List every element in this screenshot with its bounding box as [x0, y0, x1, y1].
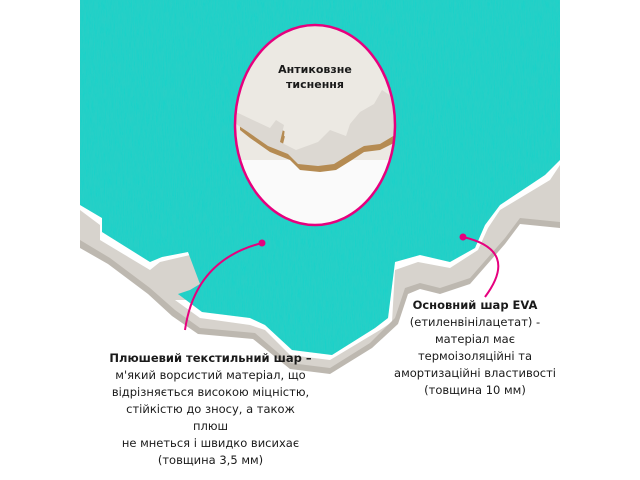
- plush-layer-line: відрізняється високою міцністю,: [111, 385, 310, 399]
- eva-layer-line: (етиленвінілацетат) -: [409, 315, 541, 329]
- anti-slip-label-line2: тиснення: [286, 78, 344, 91]
- plush-layer-line: стійкістю до зносу, а також плюш: [126, 402, 295, 433]
- anti-slip-label-line1: Антиковзне: [278, 63, 352, 76]
- eva-layer-line: (товщина 10 мм): [424, 383, 526, 397]
- eva-layer-line: термоізоляційні та: [417, 349, 532, 363]
- plush-callout-pointer: [184, 239, 266, 331]
- plush-layer-line: не мнеться і швидко висихає: [121, 436, 300, 450]
- eva-layer-line: матеріал має: [434, 332, 516, 346]
- plush-layer-description: Плюшевий текстильний шар – м'який ворсис…: [108, 350, 313, 469]
- eva-layer-description: Основний шар EVA (етиленвінілацетат) - м…: [380, 297, 570, 399]
- foam-layer: [80, 165, 560, 374]
- eva-layer-line: амортизаційні властивості: [394, 366, 556, 380]
- anti-slip-label: Антиковзне тиснення: [256, 62, 374, 92]
- plush-layer-line: (товщина 3,5 мм): [157, 453, 264, 467]
- plush-layer-line: м'який ворсистий матеріал, що: [115, 368, 306, 382]
- plush-layer-title: Плюшевий текстильний шар –: [109, 351, 312, 365]
- eva-layer-title: Основний шар EVA: [412, 298, 538, 312]
- eva-callout-pointer: [459, 233, 500, 298]
